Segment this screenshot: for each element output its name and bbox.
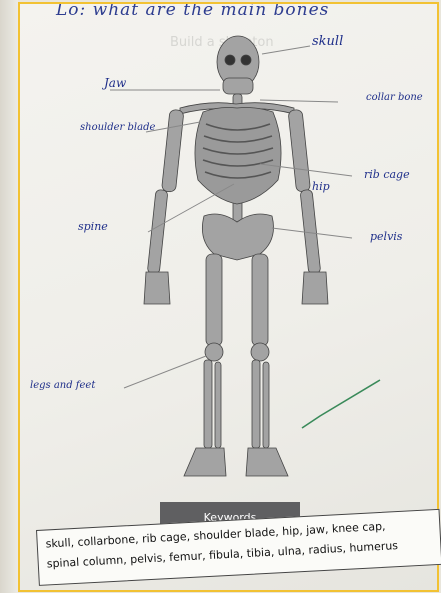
pelvis-bone: [202, 214, 273, 260]
label-skull: skull: [312, 34, 343, 49]
label-collar-bone: collar bone: [366, 92, 423, 103]
tibia-left: [204, 360, 212, 448]
page-edge-shadow: [0, 0, 18, 593]
femur-right: [252, 254, 268, 346]
jaw-bone: [223, 78, 253, 94]
label-legs-and-feet: legs and feet: [30, 380, 95, 391]
label-pelvis: pelvis: [370, 230, 402, 243]
humerus-right: [288, 109, 310, 192]
humerus-left: [161, 109, 183, 192]
hand-right: [302, 272, 328, 304]
label-spine: spine: [78, 220, 108, 233]
rib-cage: [195, 108, 281, 205]
knee-cap-left: [205, 343, 223, 361]
label-shoulder-blade: shoulder blade: [80, 122, 155, 133]
forearm-left: [147, 189, 168, 274]
fibula-left: [215, 362, 221, 448]
knee-cap-right: [251, 343, 269, 361]
femur-left: [206, 254, 222, 346]
foot-right: [246, 448, 288, 476]
foot-left: [184, 448, 226, 476]
label-rib-cage: rib cage: [364, 168, 410, 181]
tibia-right: [252, 360, 260, 448]
check-mark-icon: [302, 380, 380, 428]
fibula-right: [263, 362, 269, 448]
label-jaw: Jaw: [104, 76, 126, 90]
hand-left: [144, 272, 170, 304]
label-hip: hip: [312, 180, 330, 193]
